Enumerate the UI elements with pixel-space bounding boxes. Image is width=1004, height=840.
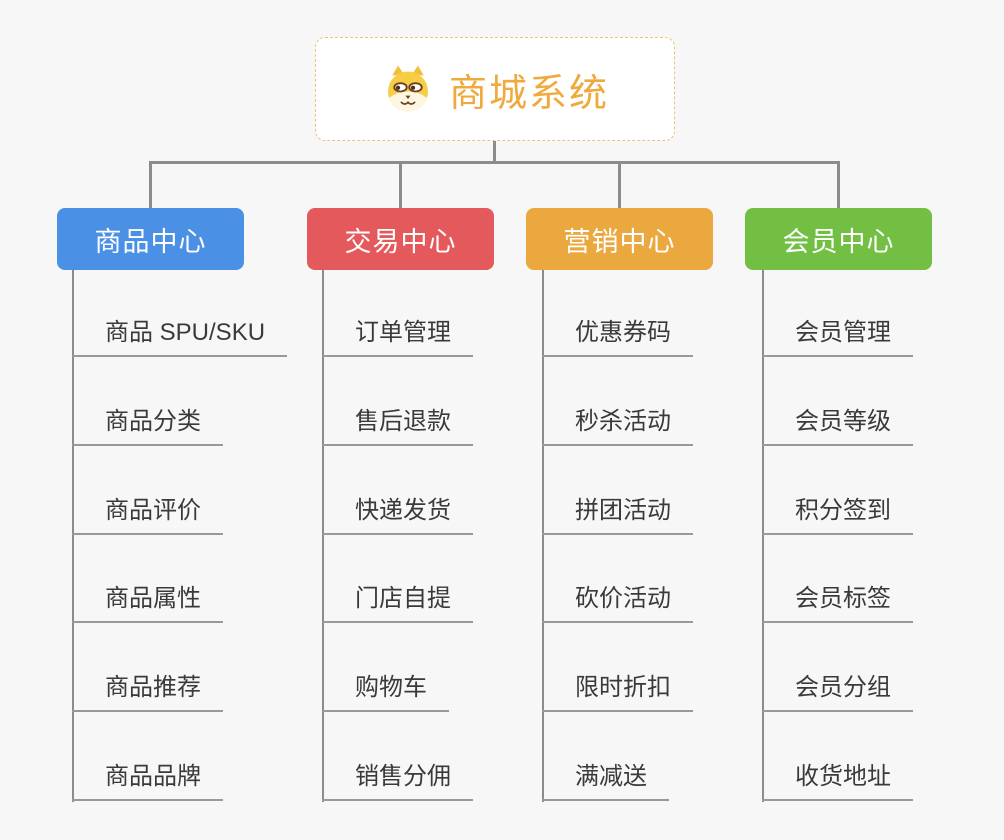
leaf-node[interactable]: 拼团活动 — [542, 496, 693, 535]
leaf-node[interactable]: 收货地址 — [762, 762, 913, 801]
branch-node-marketing-center[interactable]: 营销中心 — [526, 208, 713, 270]
connector-root-stub — [493, 141, 496, 164]
branch-node-member-center[interactable]: 会员中心 — [745, 208, 932, 270]
leaf-node[interactable]: 订单管理 — [322, 318, 473, 357]
leaf-node[interactable]: 购物车 — [322, 673, 449, 712]
leaf-node[interactable]: 商品属性 — [72, 584, 223, 623]
connector-horizontal-rail — [149, 161, 840, 164]
leaf-node[interactable]: 商品推荐 — [72, 673, 223, 712]
leaf-node[interactable]: 商品评价 — [72, 496, 223, 535]
dog-face-icon — [387, 65, 428, 112]
leaf-node[interactable]: 销售分佣 — [322, 762, 473, 801]
branch-column-line — [322, 270, 324, 802]
root-node[interactable]: 商城系统 — [315, 37, 675, 141]
branch-column-line — [542, 270, 544, 802]
connector-drop — [399, 161, 402, 208]
branch-node-trade-center[interactable]: 交易中心 — [307, 208, 494, 270]
leaf-node[interactable]: 会员分组 — [762, 673, 913, 712]
leaf-node[interactable]: 限时折扣 — [542, 673, 693, 712]
leaf-node[interactable]: 门店自提 — [322, 584, 473, 623]
branch-column-line — [762, 270, 764, 802]
connector-drop — [618, 161, 621, 208]
leaf-node[interactable]: 会员标签 — [762, 584, 913, 623]
connector-drop — [149, 161, 152, 208]
leaf-node[interactable]: 满减送 — [542, 762, 669, 801]
leaf-node[interactable]: 会员等级 — [762, 407, 913, 446]
leaf-node[interactable]: 商品分类 — [72, 407, 223, 446]
branch-node-product-center[interactable]: 商品中心 — [57, 208, 244, 270]
leaf-node[interactable]: 商品品牌 — [72, 762, 223, 801]
connector-drop — [837, 161, 840, 208]
leaf-node[interactable]: 秒杀活动 — [542, 407, 693, 446]
leaf-node[interactable]: 砍价活动 — [542, 584, 693, 623]
leaf-node[interactable]: 会员管理 — [762, 318, 913, 357]
branch-column-line — [72, 270, 74, 802]
leaf-node[interactable]: 积分签到 — [762, 496, 913, 535]
leaf-node[interactable]: 优惠券码 — [542, 318, 693, 357]
leaf-node[interactable]: 商品 SPU/SKU — [72, 318, 288, 357]
root-title: 商城系统 — [448, 72, 609, 115]
leaf-node[interactable]: 售后退款 — [322, 407, 473, 446]
leaf-node[interactable]: 快递发货 — [322, 496, 473, 535]
